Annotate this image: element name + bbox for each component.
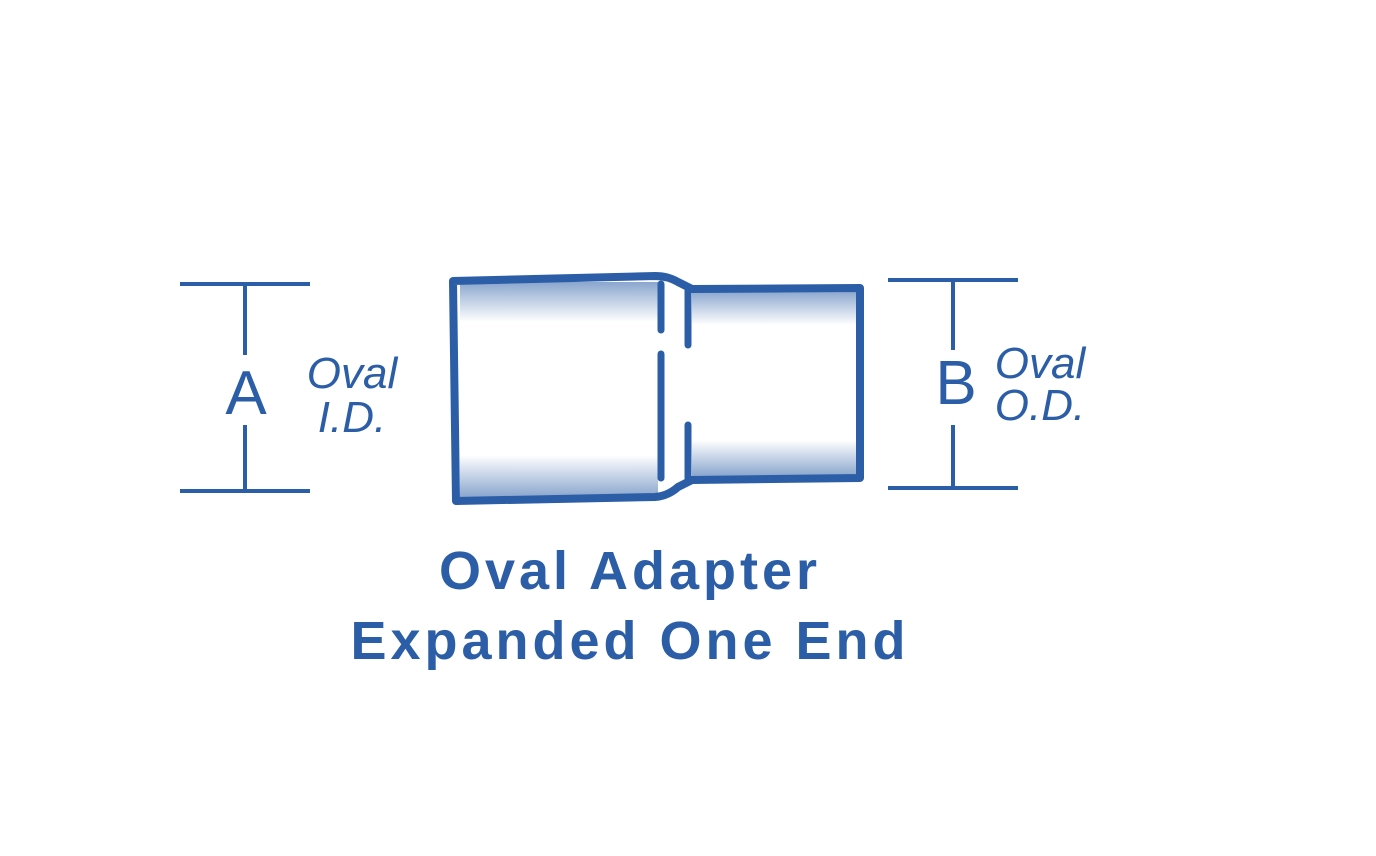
small-section-top-shade — [692, 291, 856, 325]
caption-line-2: Expanded One End — [350, 611, 909, 671]
dimension-b-letter: B — [935, 349, 976, 418]
inner-seam-lines — [657, 280, 692, 482]
dimension-b-bracket — [888, 278, 1018, 490]
dimension-b-od-label: O.D. — [995, 381, 1085, 430]
dimension-a-id-label: I.D. — [318, 393, 386, 442]
adapter-body — [449, 272, 864, 505]
dimension-a-oval-label: Oval — [307, 349, 399, 398]
adapter-outline — [449, 272, 864, 505]
dimension-a-bracket — [180, 282, 310, 493]
caption-line-1: Oval Adapter — [439, 541, 821, 601]
small-section-bottom-shade — [692, 440, 856, 476]
dimension-a-letter: A — [225, 359, 267, 428]
dimension-b-oval-label: Oval — [995, 339, 1087, 388]
large-section-bottom-shade — [460, 455, 658, 497]
large-section-top-shade — [460, 282, 658, 322]
